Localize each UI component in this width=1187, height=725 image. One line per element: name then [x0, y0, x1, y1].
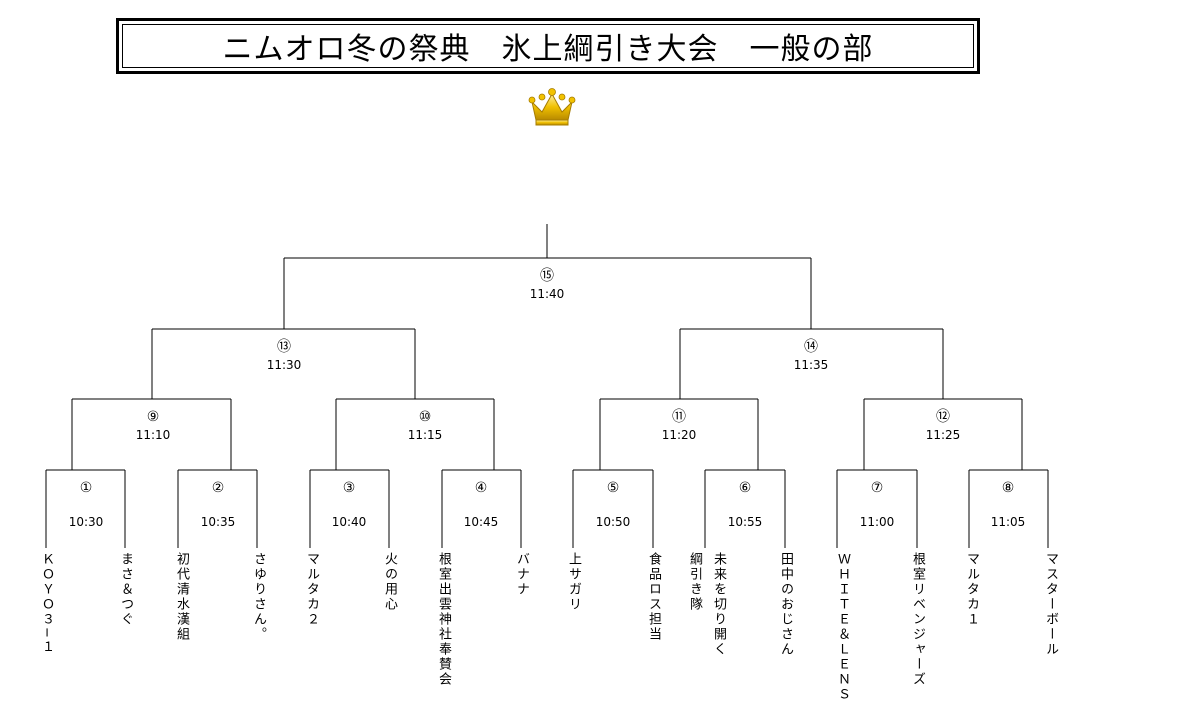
match-number: ⑪ [639, 408, 719, 426]
team-name: 根室リベンジャーズ [910, 552, 925, 687]
team-name: まさ＆つぐ [118, 552, 133, 627]
match-time: 11:05 [968, 513, 1048, 531]
match-time-label: 11:35 [793, 358, 829, 372]
match-time-label: 10:35 [200, 515, 236, 529]
match-time: 11:10 [113, 426, 193, 444]
match-number-label: ⑮ [540, 268, 554, 284]
match-number: ⑩ [385, 408, 465, 426]
match-number: ⑧ [968, 479, 1048, 497]
match-time: 11:25 [903, 426, 983, 444]
match-number-label: ⑩ [418, 409, 432, 425]
match-time: 10:45 [441, 513, 521, 531]
team-name: マルタカ２ [304, 552, 319, 627]
match-time-label: 11:10 [135, 428, 171, 442]
match-number: ⑬ [244, 338, 324, 356]
team-name: さゆりさん。 [251, 552, 266, 642]
match-number: ④ [441, 479, 521, 497]
match-number: ⑦ [837, 479, 917, 497]
team-name: マルタカ１ [964, 552, 979, 627]
team-name: ＫＯＹＯ３−１ [39, 552, 54, 655]
match-time: 11:20 [639, 426, 719, 444]
match-number-label: ⑦ [870, 480, 884, 496]
match-number: ② [178, 479, 258, 497]
team-name: 食品ロス担当 [646, 552, 661, 642]
match-number: ① [46, 479, 126, 497]
match-time-label: 10:55 [727, 515, 763, 529]
title-frame: ニムオロ冬の祭典 氷上綱引き大会 一般の部 [122, 24, 974, 68]
team-name: 未来を切り開く [711, 552, 726, 657]
match-number-label: ⑧ [1001, 480, 1015, 496]
match-time-label: 10:40 [331, 515, 367, 529]
team-name: 火の用心 [382, 552, 397, 612]
match-time-label: 11:15 [407, 428, 443, 442]
match-number: ⑭ [771, 338, 851, 356]
match-time-label: 11:30 [266, 358, 302, 372]
match-number-label: ⑭ [804, 339, 818, 355]
team-name: 綱引き隊 [687, 552, 702, 612]
match-number-label: ① [79, 480, 93, 496]
match-number: ③ [309, 479, 389, 497]
match-time: 11:00 [837, 513, 917, 531]
match-time-label: 11:05 [990, 515, 1026, 529]
match-time-label: 11:40 [529, 287, 565, 301]
match-time-label: 10:30 [68, 515, 104, 529]
match-number: ⑨ [113, 408, 193, 426]
team-name: ＷＨＩＴＥ＆ＬＥＮＳ [835, 552, 850, 702]
match-number-label: ⑤ [606, 480, 620, 496]
team-name: バナナ [514, 552, 529, 597]
match-time-label: 11:20 [661, 428, 697, 442]
team-name: 上サガリ [566, 552, 581, 612]
match-number: ⑤ [573, 479, 653, 497]
team-name: 田中のおじさん [778, 552, 793, 657]
team-name: マスターボール [1043, 552, 1058, 657]
match-time-label: 11:00 [859, 515, 895, 529]
match-time: 10:40 [309, 513, 389, 531]
match-number-label: ⑨ [146, 409, 160, 425]
page-title: ニムオロ冬の祭典 氷上綱引き大会 一般の部 [222, 32, 874, 67]
match-number: ⑫ [903, 408, 983, 426]
match-number-label: ② [211, 480, 225, 496]
match-time: 11:30 [244, 356, 324, 374]
match-time: 10:30 [46, 513, 126, 531]
match-time-label: 10:50 [595, 515, 631, 529]
match-number: ⑥ [705, 479, 785, 497]
match-time-label: 10:45 [463, 515, 499, 529]
title-box: ニムオロ冬の祭典 氷上綱引き大会 一般の部 [116, 18, 980, 74]
match-number-label: ⑪ [672, 409, 686, 425]
match-number: ⑮ [507, 267, 587, 285]
match-time: 11:40 [507, 285, 587, 303]
match-number-label: ⑥ [738, 480, 752, 496]
match-time-label: 11:25 [925, 428, 961, 442]
match-number-label: ④ [474, 480, 488, 496]
team-name: 初代清水漢組 [174, 552, 189, 642]
crown-icon [528, 88, 576, 126]
match-time: 10:50 [573, 513, 653, 531]
match-time: 10:35 [178, 513, 258, 531]
match-time: 11:15 [385, 426, 465, 444]
team-name: 根室出雲神社奉賛会 [436, 552, 451, 687]
match-number-label: ⑫ [936, 409, 950, 425]
match-number-label: ③ [342, 480, 356, 496]
match-time: 10:55 [705, 513, 785, 531]
match-time: 11:35 [771, 356, 851, 374]
match-number-label: ⑬ [277, 339, 291, 355]
